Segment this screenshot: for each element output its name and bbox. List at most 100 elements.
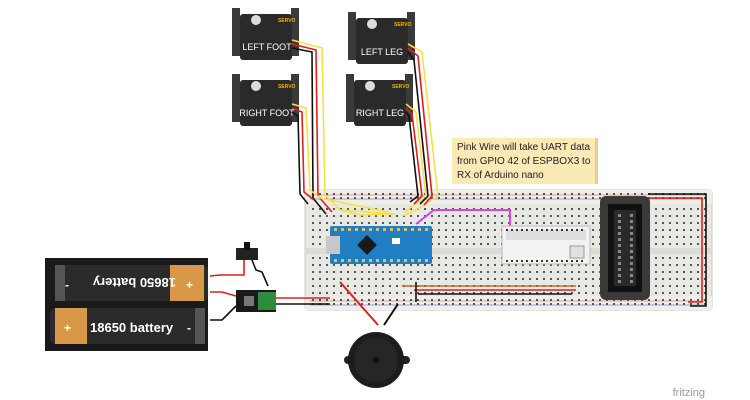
- esp-pin: [546, 229, 548, 231]
- breadboard-hole: [508, 271, 510, 273]
- rail-hole: [536, 299, 538, 301]
- rail-hole: [438, 299, 440, 301]
- rail-hole: [578, 197, 580, 199]
- breadboard-hole: [417, 264, 419, 266]
- breadboard-hole: [487, 222, 489, 224]
- breadboard-hole: [326, 285, 328, 287]
- breadboard-hole: [473, 292, 475, 294]
- breadboard-hole: [529, 278, 531, 280]
- rail-hole: [550, 299, 552, 301]
- rail-hole: [403, 193, 405, 195]
- breadboard-hole: [683, 222, 685, 224]
- rail-hole: [494, 197, 496, 199]
- arduino-pin: [348, 259, 351, 262]
- connector-board: [600, 196, 650, 300]
- connector-pin: [618, 250, 621, 253]
- breadboard-hole: [494, 243, 496, 245]
- breadboard-hole: [319, 285, 321, 287]
- breadboard-hole: [480, 292, 482, 294]
- rail-hole: [515, 299, 517, 301]
- breadboard-hole: [655, 278, 657, 280]
- note-line: Pink Wire will take UART data: [457, 142, 590, 153]
- connector-pin: [630, 226, 633, 229]
- breadboard-hole: [354, 264, 356, 266]
- breadboard-hole: [445, 236, 447, 238]
- breadboard-hole: [508, 264, 510, 266]
- breadboard-hole: [676, 215, 678, 217]
- breadboard-hole: [655, 229, 657, 231]
- breadboard-hole: [690, 292, 692, 294]
- esp-pin: [571, 229, 573, 231]
- breadboard-hole: [445, 229, 447, 231]
- breadboard-hole: [536, 215, 538, 217]
- rail-hole: [522, 303, 524, 305]
- breadboard-hole: [445, 264, 447, 266]
- rail-hole: [396, 193, 398, 195]
- esp-pin: [531, 229, 533, 231]
- breadboard-hole: [333, 285, 335, 287]
- rail-hole: [606, 303, 608, 305]
- rail-hole: [683, 299, 685, 301]
- rail-hole: [550, 197, 552, 199]
- esp-pin: [516, 229, 518, 231]
- rail-hole: [354, 197, 356, 199]
- breadboard-hole: [487, 257, 489, 259]
- breadboard-hole: [669, 285, 671, 287]
- breadboard-hole: [697, 215, 699, 217]
- connector-pin: [630, 268, 633, 271]
- breadboard-hole: [655, 222, 657, 224]
- breadboard-hole: [368, 271, 370, 273]
- rail-hole: [655, 303, 657, 305]
- breadboard-hole: [592, 208, 594, 210]
- rail-hole: [599, 299, 601, 301]
- battery-label: 18650 battery: [90, 320, 174, 335]
- breadboard-hole: [683, 257, 685, 259]
- breadboard-hole: [312, 236, 314, 238]
- breadboard-hole: [704, 271, 706, 273]
- breadboard-hole: [459, 278, 461, 280]
- breadboard-hole: [522, 278, 524, 280]
- breadboard-hole: [662, 229, 664, 231]
- servo-right-foot: SERVO RIGHT FOOT: [232, 74, 299, 126]
- breadboard-hole: [424, 292, 426, 294]
- rail-hole: [333, 197, 335, 199]
- breadboard-hole: [704, 215, 706, 217]
- breadboard-hole: [571, 208, 573, 210]
- breadboard-hole: [319, 236, 321, 238]
- breadboard-hole: [592, 278, 594, 280]
- breadboard-hole: [375, 285, 377, 287]
- breadboard-hole: [529, 292, 531, 294]
- fritzing-watermark: fritzing: [673, 387, 705, 399]
- breadboard-hole: [445, 215, 447, 217]
- rail-hole: [445, 193, 447, 195]
- servo-horn-icon: [251, 81, 261, 91]
- breadboard-hole: [529, 271, 531, 273]
- breadboard-hole: [424, 271, 426, 273]
- arduino-pin: [355, 259, 358, 262]
- connector-pin: [618, 214, 621, 217]
- breadboard-hole: [557, 271, 559, 273]
- breadboard-hole: [466, 229, 468, 231]
- rail-hole: [550, 193, 552, 195]
- breadboard-hole: [368, 264, 370, 266]
- breadboard-hole: [410, 222, 412, 224]
- esp-pin: [561, 229, 563, 231]
- rail-hole: [410, 197, 412, 199]
- breadboard-hole: [571, 215, 573, 217]
- servo-label: RIGHT FOOT: [239, 108, 295, 118]
- breadboard-hole: [522, 208, 524, 210]
- rail-hole: [606, 193, 608, 195]
- breadboard-hole: [361, 215, 363, 217]
- breadboard-hole: [697, 208, 699, 210]
- breadboard-hole: [438, 264, 440, 266]
- breadboard-hole: [480, 257, 482, 259]
- breadboard-hole: [333, 215, 335, 217]
- rail-hole: [326, 193, 328, 195]
- rail-hole: [347, 303, 349, 305]
- connector-pin: [618, 232, 621, 235]
- breadboard-hole: [312, 215, 314, 217]
- breadboard-hole: [564, 292, 566, 294]
- breadboard-hole: [676, 229, 678, 231]
- breadboard-hole: [452, 243, 454, 245]
- breadboard-hole: [368, 285, 370, 287]
